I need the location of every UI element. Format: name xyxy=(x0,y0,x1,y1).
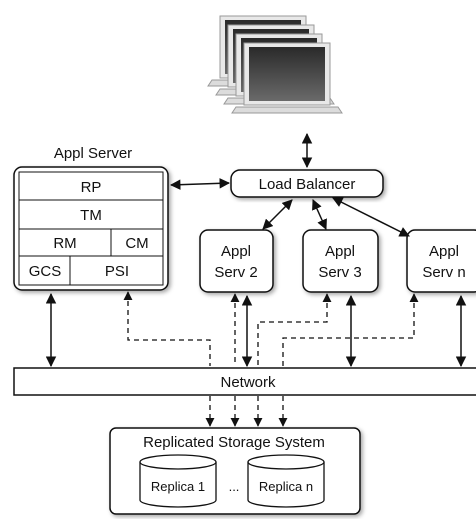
psi-label: PSI xyxy=(105,263,129,280)
replica-1-label: Replica 1 xyxy=(151,479,205,494)
appl-serv-n-line2: Serv n xyxy=(422,264,465,281)
appl-serv-n-box xyxy=(406,229,476,293)
dashed-serv3-storage xyxy=(257,293,332,366)
arrow-lb-serv3 xyxy=(312,199,327,230)
arrow-lb-servn xyxy=(332,197,410,237)
replica-ellipsis: ... xyxy=(229,479,240,494)
appl-serv-2-line2: Serv 2 xyxy=(214,264,257,281)
appl-server-box xyxy=(13,166,169,291)
dashed-applserver-storage xyxy=(123,291,211,366)
appl-serv-3-line2: Serv 3 xyxy=(318,264,361,281)
load-balancer-box xyxy=(230,169,384,198)
laptop-stack-icon xyxy=(207,15,343,114)
cm-label: CM xyxy=(125,235,148,252)
arrow-lb-serv2 xyxy=(262,199,293,230)
replica-n-cylinder-icon xyxy=(247,454,325,508)
arrow-applserver-lb xyxy=(169,178,231,190)
appl-serv-2-box xyxy=(199,229,274,293)
dashed-servn-storage xyxy=(282,293,419,366)
appl-serv-3-box xyxy=(302,229,379,293)
replica-n-label: Replica n xyxy=(259,479,313,494)
load-balancer-label: Load Balancer xyxy=(259,176,356,193)
appl-serv-3-line1: Appl xyxy=(325,243,355,260)
storage-system-title: Replicated Storage System xyxy=(143,434,325,451)
gcs-label: GCS xyxy=(29,263,62,280)
replica-1-cylinder-icon xyxy=(139,454,217,508)
appl-serv-2-line1: Appl xyxy=(221,243,251,260)
appl-serv-n-line1: Appl xyxy=(429,243,459,260)
network-bar xyxy=(13,367,476,396)
network-label: Network xyxy=(220,374,276,391)
rp-label: RP xyxy=(81,179,102,196)
rm-label: RM xyxy=(53,235,76,252)
appl-server-title: Appl Server xyxy=(54,145,132,162)
tm-label: TM xyxy=(80,207,102,224)
